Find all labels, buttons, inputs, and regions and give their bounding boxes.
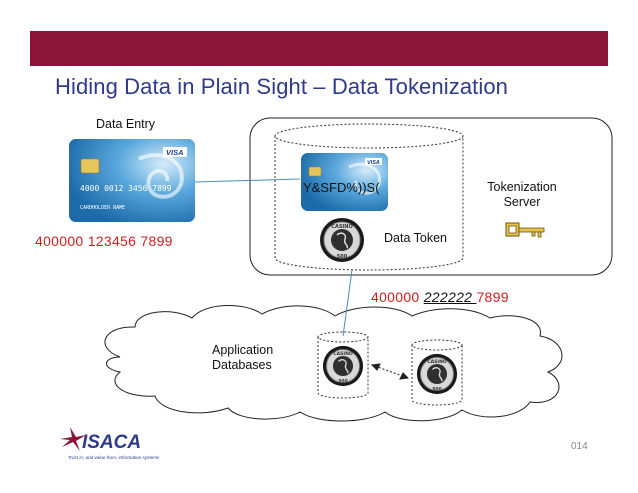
database-cylinder-2: [411, 339, 463, 406]
tokenization-server-line1: Tokenization: [487, 180, 557, 194]
card-chip: [80, 158, 100, 174]
chip-value-text-db1: 500: [338, 378, 348, 384]
application-databases-line2: Databases: [212, 358, 272, 372]
casino-chip-icon-db1: CASINO 500: [322, 345, 364, 387]
token-vault-cylinder: [274, 123, 464, 271]
application-databases-label: Application Databases: [212, 343, 273, 373]
tokenization-server-line2: Server: [503, 195, 541, 209]
isaca-brand-text: ISACA: [82, 432, 141, 453]
application-databases-line1: Application: [212, 343, 274, 357]
page-number: 014: [571, 441, 588, 452]
visa-text-small: VISA: [367, 160, 380, 166]
isaca-tagline: Trust in, and value from, information sy…: [68, 455, 160, 460]
casino-chip-icon: CASINO 500: [320, 218, 364, 262]
card-chip-small: [308, 166, 322, 177]
card-number-emboss: 4000 0012 3456 7899: [80, 184, 172, 193]
sync-arrow: [370, 363, 410, 380]
casino-chip-icon-db2: CASINO 500: [416, 353, 458, 395]
chip-top-text: CASINO: [331, 224, 352, 230]
chip-top-text-db2: CASINO: [427, 359, 447, 365]
vault-to-database-line: [342, 269, 353, 337]
credit-card-small: VISA: [301, 153, 388, 211]
token-suffix: 7899: [476, 289, 509, 305]
isaca-star-icon: [60, 427, 86, 451]
token-string-text: Y&SFD%))S(: [303, 180, 380, 195]
isaca-logo: ISACA Trust in, and value from, informat…: [60, 427, 160, 460]
token-middle: 222222: [423, 289, 477, 305]
chip-value-text-db2: 500: [432, 386, 442, 392]
token-number-text: 400000 222222 7899: [371, 289, 509, 305]
header-bar: [30, 31, 608, 66]
slide-title: Hiding Data in Plain Sight – Data Tokeni…: [55, 74, 509, 99]
chip-value-text: 500: [337, 254, 348, 260]
visa-text: VISA: [166, 148, 184, 157]
credit-card-large: VISA 4000 0012 3456 7899 CARDHOLDER NAME: [69, 139, 195, 222]
chip-top-text-db1: CASINO: [333, 351, 353, 357]
tokenization-server-label: Tokenization Server: [482, 180, 562, 210]
data-token-label: Data Token: [384, 231, 448, 245]
visa-logo-small: [365, 158, 382, 165]
token-prefix: 400000: [371, 289, 424, 305]
data-entry-label: Data Entry: [96, 117, 156, 131]
card-to-token-line: [194, 178, 301, 183]
card-name-emboss: CARDHOLDER NAME: [80, 205, 125, 211]
key-icon: [505, 222, 545, 238]
card-number-text: 400000 123456 7899: [35, 233, 173, 249]
database-cylinder-1: [317, 331, 369, 399]
visa-logo: [163, 147, 187, 157]
